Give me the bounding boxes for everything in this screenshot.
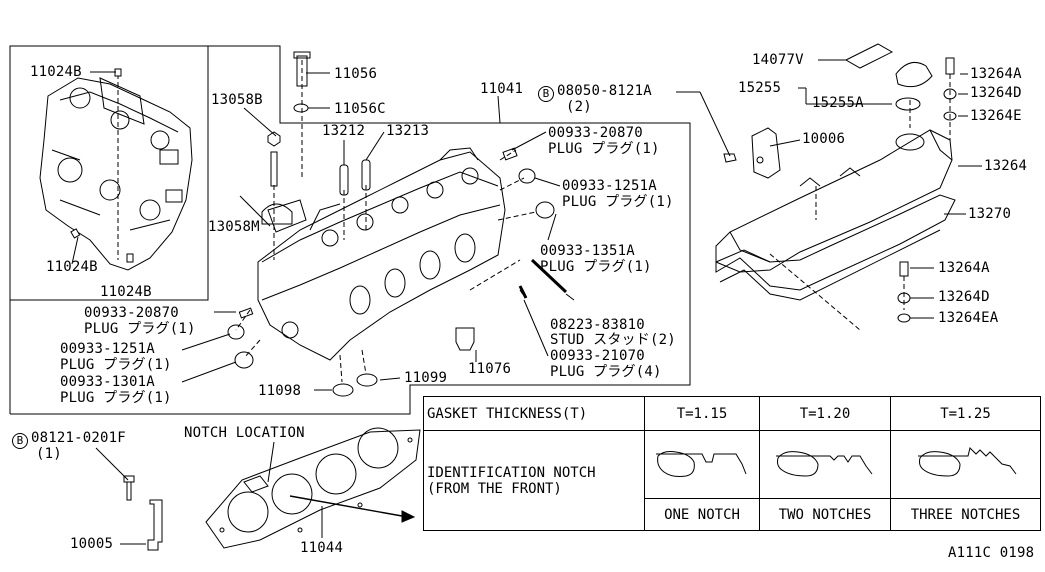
table-cell-one-notch: ONE NOTCH bbox=[644, 498, 760, 531]
table-row: IDENTIFICATION NOTCH (FROM THE FRONT) bbox=[423, 430, 1041, 531]
label-11024b-bottom: 11024B bbox=[100, 284, 152, 300]
label-plug-21070: 00933-21070 bbox=[550, 348, 645, 364]
label-10006: 10006 bbox=[802, 131, 846, 147]
two-notches-icon bbox=[776, 450, 873, 477]
label-11056: 11056 bbox=[334, 66, 378, 82]
bolt-08050-text: 08050-8121A bbox=[557, 83, 652, 99]
b-marker-icon: B bbox=[12, 433, 28, 449]
label-13264d-bottom: 13264D bbox=[938, 289, 990, 305]
label-11024b-mid: 11024B bbox=[46, 259, 98, 275]
leader-lines bbox=[90, 59, 982, 545]
b-marker-icon: B bbox=[538, 86, 554, 102]
label-plug-1251a-right-desc: PLUG プラグ(1) bbox=[562, 194, 674, 210]
label-11044: 11044 bbox=[300, 540, 344, 556]
gasket-thickness-table: GASKET THICKNESS(T) T=1.15 T=1.20 T=1.25… bbox=[423, 396, 1041, 531]
label-plug-1251a-left-desc: PLUG プラグ(1) bbox=[60, 357, 172, 373]
label-stud-83810-desc: STUD スタッド(2) bbox=[550, 332, 676, 348]
valve-cover bbox=[715, 43, 957, 323]
label-13058b: 13058B bbox=[211, 92, 263, 108]
label-13212: 13212 bbox=[322, 123, 366, 139]
one-notch-icon bbox=[656, 450, 747, 477]
label-plug-20870-left: 00933-20870 bbox=[84, 305, 179, 321]
label-13213: 13213 bbox=[386, 123, 430, 139]
table-cell-thickness-1: T=1.15 bbox=[644, 396, 760, 431]
three-notches-sketch bbox=[890, 430, 1041, 499]
one-notch-sketch bbox=[644, 430, 760, 499]
table-cell-three-notches: THREE NOTCHES bbox=[890, 498, 1041, 531]
head-group-frame bbox=[9, 45, 691, 415]
table-cell-thickness-3: T=1.25 bbox=[890, 396, 1041, 431]
label-plug-20870-top: 00933-20870 bbox=[548, 125, 643, 141]
label-13264: 13264 bbox=[984, 158, 1028, 174]
label-13264a-top: 13264A bbox=[970, 66, 1022, 82]
label-plug-1351a: 00933-1351A bbox=[540, 243, 635, 259]
two-notches-sketch bbox=[759, 430, 891, 499]
label-11024b-top: 11024B bbox=[30, 64, 82, 80]
label-11056c: 11056C bbox=[334, 101, 386, 117]
label-15255: 15255 bbox=[738, 80, 782, 96]
label-13264e-top: 13264E bbox=[970, 108, 1022, 124]
label-13264ea: 13264EA bbox=[938, 310, 999, 326]
label-plug-1301a: 00933-1301A bbox=[60, 374, 155, 390]
label-11041: 11041 bbox=[480, 81, 524, 97]
label-plug-20870-left-desc: PLUG プラグ(1) bbox=[84, 321, 196, 337]
label-plug-20870-top-desc: PLUG プラグ(1) bbox=[548, 141, 660, 157]
bolt-08121-text: 08121-0201F bbox=[31, 430, 126, 446]
label-13058m: 13058M bbox=[208, 219, 260, 235]
label-10005: 10005 bbox=[70, 536, 114, 552]
label-13270: 13270 bbox=[968, 206, 1012, 222]
table-row: ONE NOTCH TWO NOTCHES THREE NOTCHES bbox=[424, 498, 1041, 531]
table-row: GASKET THICKNESS(T) T=1.15 T=1.20 T=1.25 bbox=[423, 396, 1041, 431]
cylinder-head bbox=[235, 60, 537, 383]
table-row-label-identification-notch: IDENTIFICATION NOTCH (FROM THE FRONT) bbox=[423, 430, 645, 531]
table-cell-two-notches: TWO NOTCHES bbox=[759, 498, 891, 531]
label-plug-1251a-left: 00933-1251A bbox=[60, 341, 155, 357]
label-13264d-top: 13264D bbox=[970, 85, 1022, 101]
diagram-code: A111C 0198 bbox=[948, 545, 1035, 561]
bracket-10005 bbox=[123, 475, 163, 551]
label-13264a-bottom: 13264A bbox=[938, 260, 990, 276]
label-plug-1301a-desc: PLUG プラグ(1) bbox=[60, 390, 172, 406]
label-stud-83810: 08223-83810 bbox=[550, 317, 645, 333]
from-the-front-label: (FROM THE FRONT) bbox=[427, 480, 562, 497]
label-notch-location: NOTCH LOCATION bbox=[184, 425, 305, 441]
label-11098: 11098 bbox=[258, 383, 302, 399]
label-15255a: 15255A bbox=[812, 95, 864, 111]
label-11099: 11099 bbox=[404, 370, 448, 386]
three-notches-icon bbox=[917, 446, 1016, 477]
cylinder-block-inset bbox=[39, 68, 193, 271]
label-bolt-08050-qty: (2) bbox=[566, 99, 592, 115]
table-cell-thickness-2: T=1.20 bbox=[759, 396, 891, 431]
table-header-gasket-thickness: GASKET THICKNESS(T) bbox=[423, 396, 645, 431]
label-14077v: 14077V bbox=[752, 52, 804, 68]
label-plug-21070-desc: PLUG プラグ(4) bbox=[550, 364, 662, 380]
label-plug-1251a-right: 00933-1251A bbox=[562, 178, 657, 194]
label-plug-1351a-desc: PLUG プラグ(1) bbox=[540, 259, 652, 275]
identification-notch-label: IDENTIFICATION NOTCH bbox=[427, 464, 596, 481]
label-bolt-08121-qty: (1) bbox=[36, 446, 62, 462]
label-11076: 11076 bbox=[468, 361, 512, 377]
head-small-parts bbox=[227, 51, 568, 397]
head-gasket bbox=[205, 427, 421, 549]
